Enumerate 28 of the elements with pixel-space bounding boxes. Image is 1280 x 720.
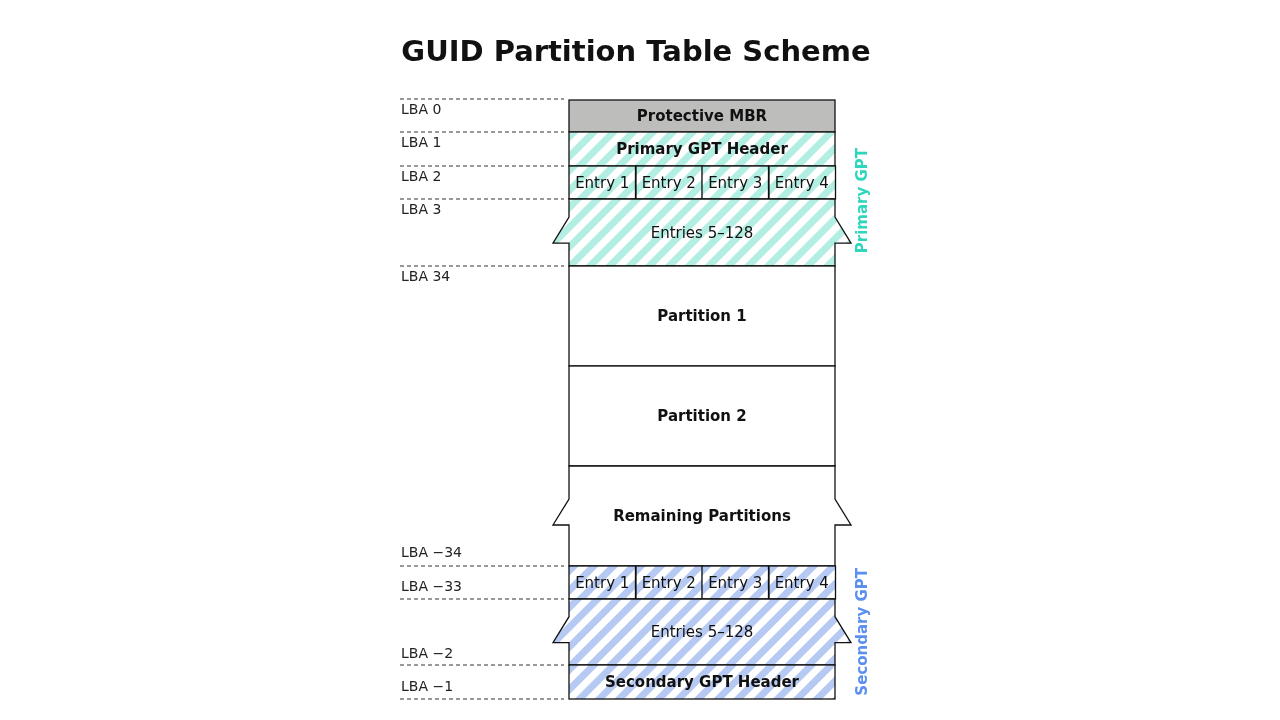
address-label: LBA 2: [401, 168, 442, 184]
section-label: Primary GPT: [853, 147, 871, 253]
section-label: Secondary GPT: [853, 568, 871, 696]
entry-block: Entry 4: [768, 166, 835, 199]
address-label: LBA −33: [401, 578, 462, 594]
address-label: LBA −2: [401, 645, 454, 661]
entries-block: Entries 5–128: [553, 199, 851, 266]
title: GUID Partition Table Scheme: [401, 34, 871, 68]
address-label: LBA −34: [401, 544, 462, 560]
address-label: LBA 1: [401, 134, 442, 150]
entry-block: Entry 3: [702, 566, 769, 599]
address-label: LBA −1: [401, 678, 454, 694]
partition-block: Partition 1: [569, 266, 835, 366]
address-label: LBA 34: [401, 268, 451, 284]
entry-block: Entry 1: [569, 166, 636, 199]
entry-block: Entry 1: [569, 566, 636, 599]
protective-mbr-block: Protective MBR: [569, 100, 835, 132]
header-block: Primary GPT Header: [569, 132, 835, 166]
entries-block: Entries 5–128: [553, 599, 851, 665]
partition-block: Partition 2: [569, 366, 835, 466]
address-label: LBA 3: [401, 201, 442, 217]
header-block: Secondary GPT Header: [569, 665, 835, 699]
entry-block: Entry 2: [635, 166, 702, 199]
entry-block: Entry 4: [768, 566, 835, 599]
entry-block: Entry 2: [635, 566, 702, 599]
entry-block: Entry 3: [702, 166, 769, 199]
address-label: LBA 0: [401, 101, 442, 117]
partition-block: Remaining Partitions: [553, 466, 851, 566]
